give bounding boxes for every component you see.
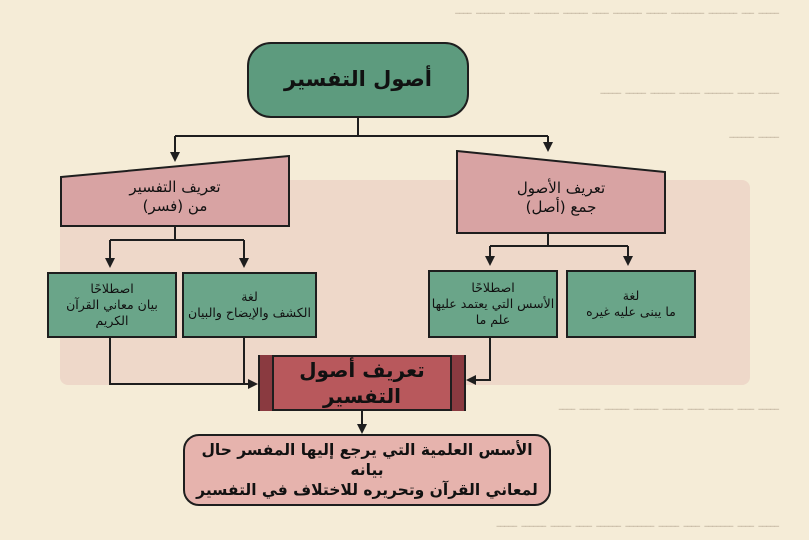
left-branch-subtitle: من (فسر) bbox=[142, 197, 208, 215]
central-right-bar bbox=[450, 355, 466, 411]
leaf-node-usul-lugha: لغة ما يبنى عليه غيره bbox=[566, 270, 696, 338]
background-text: ـــــ ـــ ـــــــ ــــــــ ـــــ ـــــــ… bbox=[455, 2, 779, 18]
background-text: ـــــ ــــــ bbox=[729, 126, 779, 142]
central-label: تعريف أصول التفسير bbox=[299, 358, 425, 408]
definition-line-1: الأسس العلمية التي يرجع إليها المفسر حال… bbox=[201, 440, 533, 479]
leaf-heading: لغة bbox=[622, 287, 640, 303]
leaf-node-tafsir-lugha: لغة الكشف والإيضاح والبيان bbox=[182, 272, 317, 338]
left-branch-node: تعريف التفسير من (فسر) bbox=[60, 155, 290, 227]
leaf-heading: اصطلاحًا bbox=[471, 279, 515, 295]
leaf-heading: لغة bbox=[241, 288, 258, 304]
definition-node: الأسس العلمية التي يرجع إليها المفسر حال… bbox=[183, 434, 551, 506]
right-branch-shape bbox=[456, 150, 666, 234]
leaf-text: الكشف والإيضاح والبيان bbox=[188, 305, 311, 320]
definition-line-2: لمعاني القرآن وتحريره للاختلاف في التفسي… bbox=[196, 481, 538, 500]
central-node: تعريف أصول التفسير bbox=[258, 355, 466, 411]
background-text: ـــــ ــــ ـــــــ ــــ ـــــ ـــــــ ــ… bbox=[496, 515, 779, 531]
root-label: أصول التفسير bbox=[284, 67, 432, 92]
leaf-node-usul-istilah: اصطلاحًا الأسس التي يعتمد عليها علم ما bbox=[428, 270, 558, 338]
leaf-text: بيان معاني القرآن الكريم bbox=[66, 296, 158, 329]
background-text: ـــــ ــــ ــــــ ــــ ـــــ ــــــ ــــ… bbox=[558, 398, 779, 414]
right-branch-title: تعريف الأصول bbox=[516, 178, 606, 197]
leaf-node-tafsir-istilah: اصطلاحًا بيان معاني القرآن الكريم bbox=[47, 272, 177, 338]
central-left-bar bbox=[258, 355, 274, 411]
left-branch-title: تعريف التفسير bbox=[129, 177, 221, 196]
leaf-text: الأسس التي يعتمد عليها علم ما bbox=[431, 295, 555, 328]
right-branch-node: تعريف الأصول جمع (أصل) bbox=[456, 150, 666, 234]
left-branch-shape bbox=[60, 155, 290, 227]
leaf-text: ما يبنى عليه غيره bbox=[586, 304, 676, 319]
root-node: أصول التفسير bbox=[247, 42, 469, 118]
leaf-heading: اصطلاحًا bbox=[90, 280, 134, 296]
right-branch-subtitle: جمع (أصل) bbox=[525, 198, 597, 216]
background-text: ـــــ ــــ ـــــــ ـــــ ــــــ ـــــ ــ… bbox=[600, 82, 779, 98]
